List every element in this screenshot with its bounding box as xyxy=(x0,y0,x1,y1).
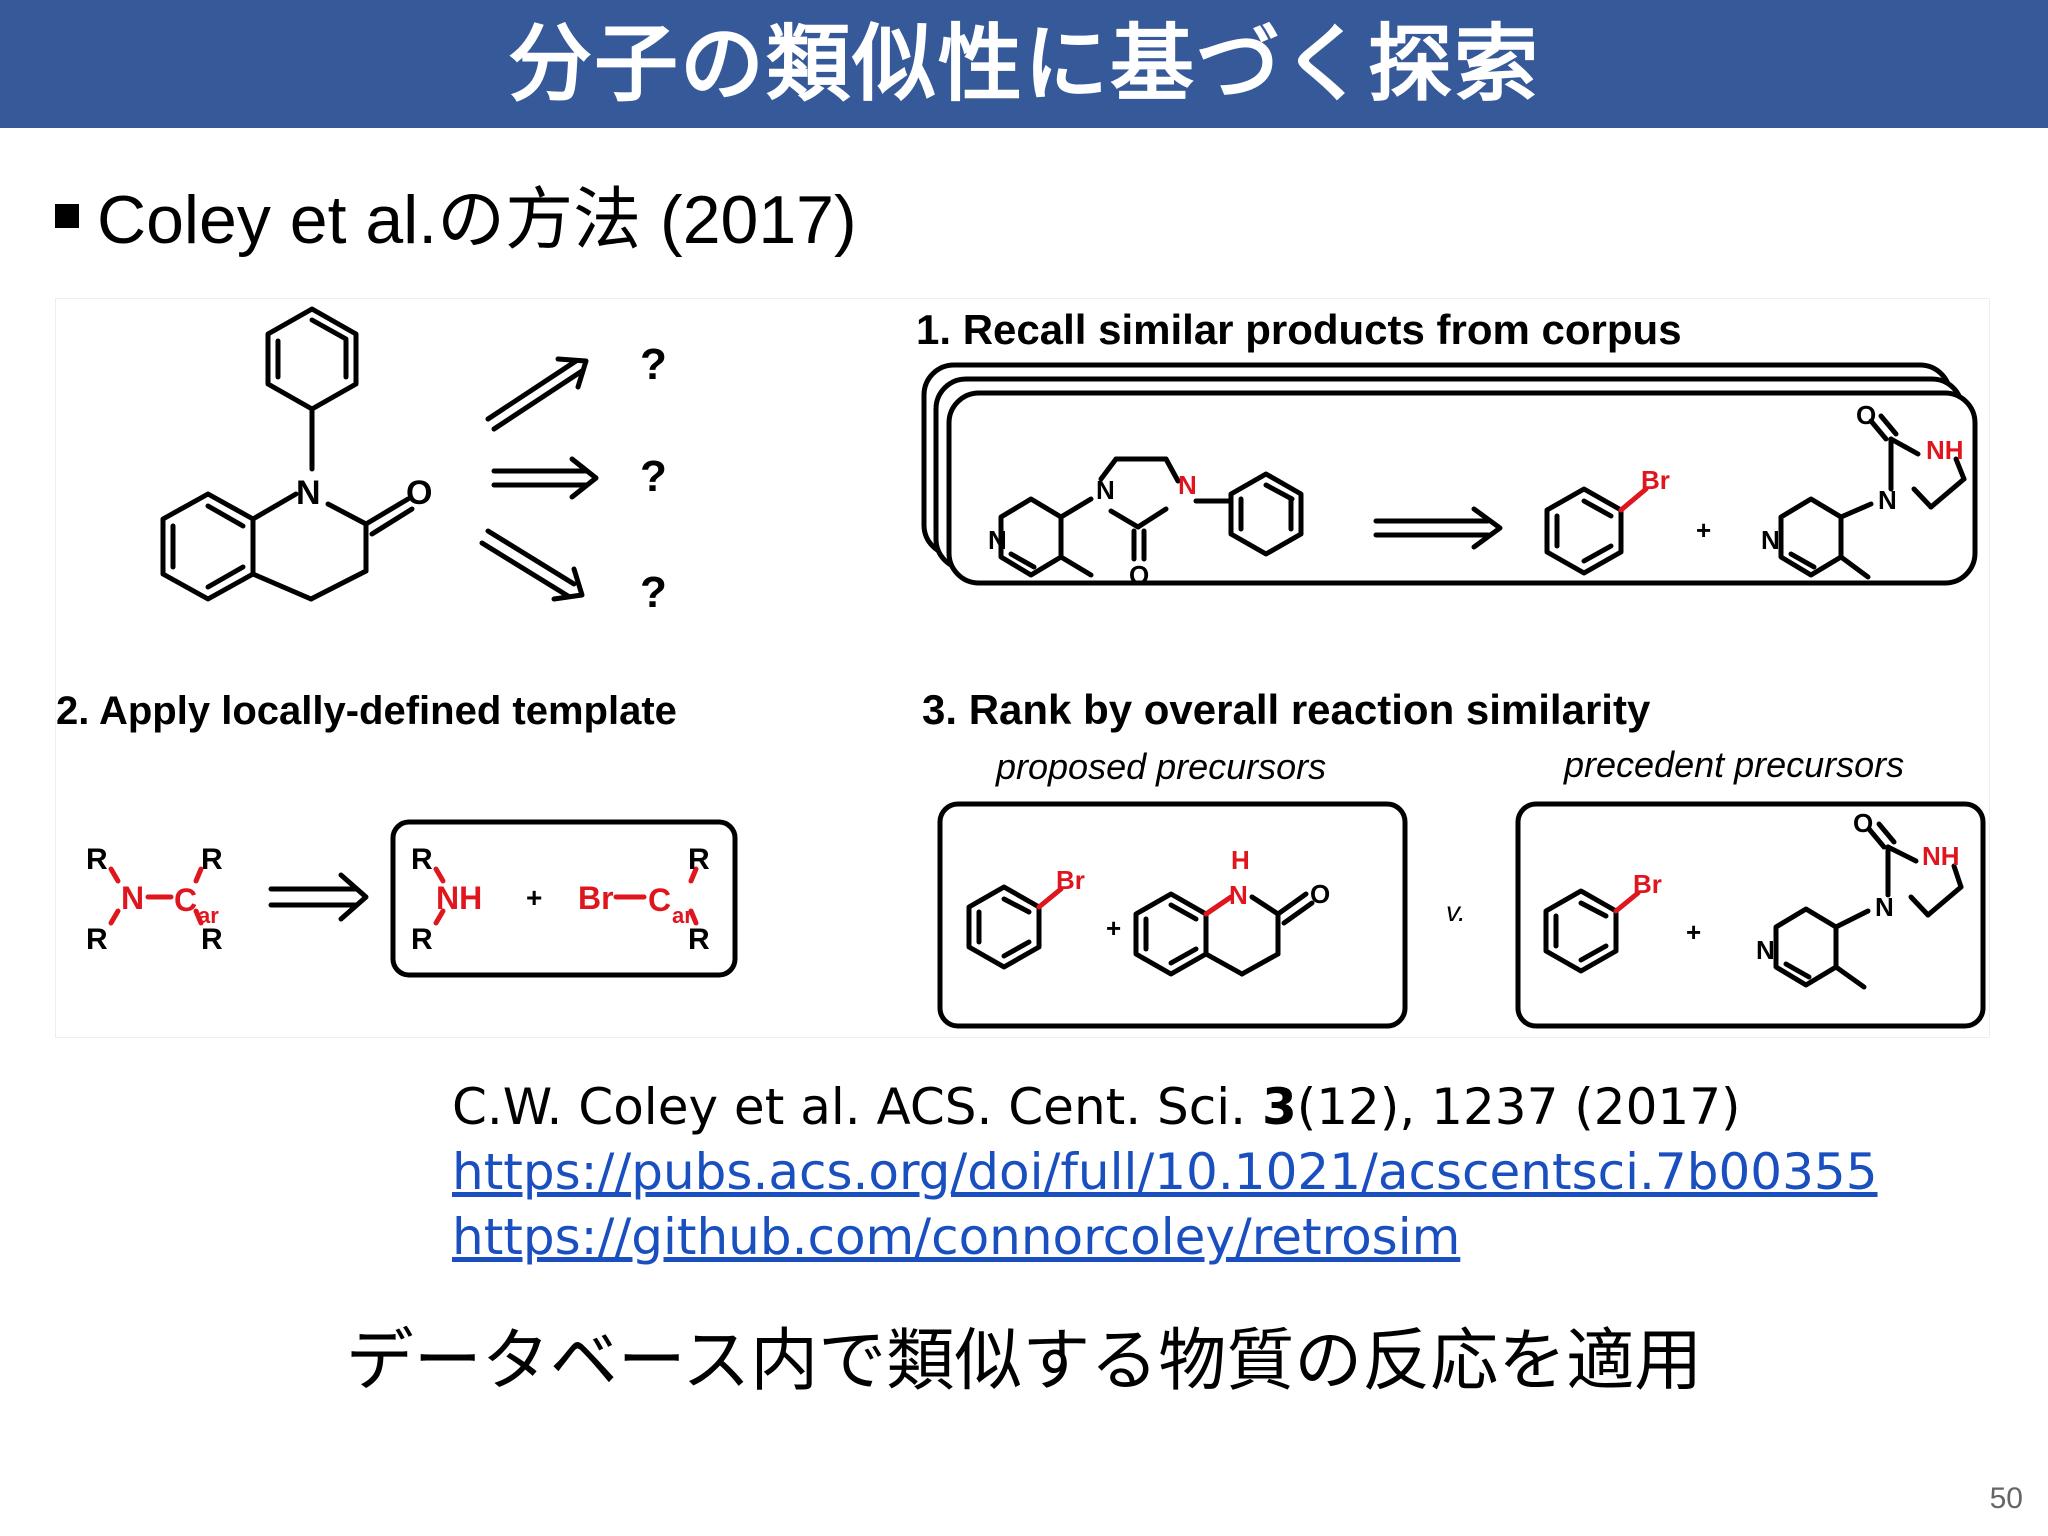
question-mark-2: ? xyxy=(640,452,667,501)
step2-label: 2. Apply locally-defined template xyxy=(56,689,677,733)
precedent-n: N xyxy=(1875,892,1894,922)
citation-ref-prefix: C.W. Coley et al. ACS. Cent. Sci. xyxy=(452,1078,1262,1136)
proposed-o: O xyxy=(1310,879,1330,909)
slide-title: 分子の類似性に基づく探索 xyxy=(507,15,1540,113)
proposed-quinolinone xyxy=(1133,891,1315,977)
precedent-molecule xyxy=(1773,821,1964,990)
tpl-r2: R xyxy=(86,923,108,956)
step1-label: 1. Recall similar products from corpus xyxy=(916,306,1682,353)
precedent-nh: NH xyxy=(1922,841,1960,871)
step1-bromobenzene xyxy=(1544,486,1649,576)
template-right xyxy=(433,866,699,926)
tpl-c: C xyxy=(174,882,197,918)
retrosim-figure: ? ? ? N O 1. Recall similar products fro… xyxy=(55,298,1990,1038)
step1-retro-arrow xyxy=(1373,506,1503,550)
step1-precursor-molecule xyxy=(1778,413,1967,580)
question-mark-3: ? xyxy=(640,568,667,617)
step1-precursor-pyridine-n: N xyxy=(1761,525,1780,555)
proposed-bromobenzene xyxy=(966,884,1064,970)
tpl-n: N xyxy=(121,880,144,916)
tpl-r3: R xyxy=(201,843,223,876)
step1-precursor-n: N xyxy=(1878,485,1897,515)
step1-product-molecule xyxy=(998,456,1304,578)
step1-o: O xyxy=(1129,560,1149,590)
tpl-right-c: C xyxy=(648,882,671,918)
tpl-right-br: Br xyxy=(578,880,614,916)
step1-precursor-o: O xyxy=(1856,400,1876,430)
proposed-plus: + xyxy=(1106,913,1121,943)
atom-o: O xyxy=(406,474,432,512)
step1-pyridine-n: N xyxy=(988,525,1007,555)
citation-ref-suffix: (12), 1237 (2017) xyxy=(1296,1078,1741,1136)
page-number: 50 xyxy=(1989,1482,2023,1515)
tpl-r1: R xyxy=(86,843,108,876)
precedent-pyridine-n: N xyxy=(1756,935,1775,965)
proposed-box xyxy=(937,801,1408,1029)
citation-reference: C.W. Coley et al. ACS. Cent. Sci. 3(12),… xyxy=(452,1075,1878,1140)
tpl-right-r1: R xyxy=(411,843,433,876)
github-retrosim-link[interactable]: https://github.com/connorcoley/retrosim xyxy=(452,1208,1461,1266)
atom-n: N xyxy=(296,474,321,512)
tpl-r4: R xyxy=(201,923,223,956)
precedent-br: Br xyxy=(1633,869,1662,899)
tpl-right-nh: NH xyxy=(436,880,482,916)
tpl-right-r4: R xyxy=(688,923,710,956)
step1-n1: N xyxy=(1096,475,1115,505)
bullet-square-icon xyxy=(55,204,79,228)
proposed-n: N xyxy=(1229,880,1248,910)
acs-paper-link[interactable]: https://pubs.acs.org/doi/full/10.1021/ac… xyxy=(452,1143,1878,1201)
template-right-box xyxy=(390,819,738,978)
retro-arrows-fan xyxy=(479,356,599,602)
proposed-br: Br xyxy=(1056,865,1085,895)
citation-block: C.W. Coley et al. ACS. Cent. Sci. 3(12),… xyxy=(452,1075,1878,1270)
step1-plus: + xyxy=(1696,515,1711,545)
tpl-right-plus: + xyxy=(526,882,542,913)
citation-volume: 3 xyxy=(1261,1078,1297,1136)
tpl-right-r3: R xyxy=(688,843,710,876)
precedent-bromobenzene xyxy=(1543,888,1641,974)
step1-br: Br xyxy=(1641,465,1670,495)
versus-label: v. xyxy=(1446,896,1466,927)
precedent-precursors-label: precedent precursors xyxy=(1563,744,1904,785)
question-mark-1: ? xyxy=(640,340,667,389)
target-molecule xyxy=(160,306,415,602)
precedent-o: O xyxy=(1853,808,1873,838)
figure-canvas: ? ? ? N O 1. Recall similar products fro… xyxy=(56,306,1986,1029)
title-bar xyxy=(0,0,2048,128)
precedent-plus: + xyxy=(1686,917,1701,947)
bullet-text: Coley et al.の方法 (2017) xyxy=(97,181,857,258)
tpl-right-r2: R xyxy=(411,923,433,956)
step1-n2: N xyxy=(1178,470,1197,500)
template-arrow xyxy=(268,872,369,922)
step3-label: 3. Rank by overall reaction similarity xyxy=(922,686,1651,733)
bullet-item: Coley et al.の方法 (2017) xyxy=(55,168,857,258)
step1-precursor-nh: NH xyxy=(1926,435,1964,465)
precedent-box xyxy=(1515,801,1986,1029)
proposed-h: H xyxy=(1231,845,1250,875)
proposed-precursors-label: proposed precursors xyxy=(995,746,1326,787)
template-left xyxy=(108,866,204,926)
tpl-right-ar: ar xyxy=(672,903,693,928)
step1-card-stack xyxy=(921,362,1978,586)
tpl-ar: ar xyxy=(198,903,219,928)
summary-text: データベース内で類似する物質の反応を適用 xyxy=(345,1322,1703,1401)
